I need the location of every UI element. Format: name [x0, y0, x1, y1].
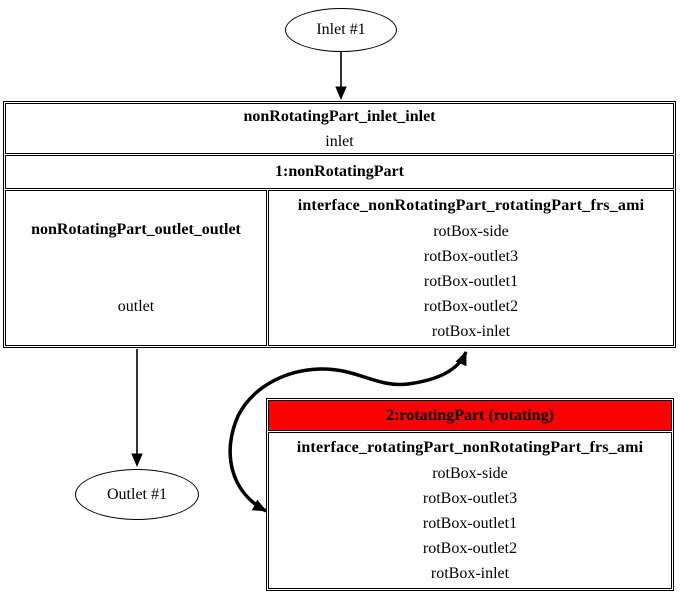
interface-port-item: rotBox-outlet2	[423, 297, 519, 315]
interface-port-item: rotBox-side	[432, 465, 508, 482]
edge-inlet-to-non-rotating-part	[335, 52, 347, 100]
interface-port-item: rotBox-side	[433, 222, 509, 240]
non-rotating-part-body: nonRotatingPart_outlet_outlet outlet int…	[5, 190, 674, 346]
outlet-port-title: nonRotatingPart_outlet_outlet	[31, 220, 241, 238]
rotating-interface-title: interface_rotatingPart_nonRotatingPart_f…	[296, 439, 644, 456]
rotating-part-title: 2:rotatingPart (rotating)	[268, 400, 672, 431]
outlet-port-cell: nonRotatingPart_outlet_outlet outlet	[5, 190, 267, 346]
interface-port-item: rotBox-outlet1	[423, 272, 519, 290]
interface-port-item: rotBox-outlet2	[422, 540, 518, 557]
non-rotating-interface-cell: interface_nonRotatingPart_rotatingPart_f…	[268, 190, 674, 346]
interface-port-item: rotBox-outlet1	[422, 515, 518, 532]
interface-port-item: rotBox-inlet	[430, 565, 510, 582]
interface-port-item: rotBox-outlet3	[423, 247, 519, 265]
non-rotating-part-node: nonRotatingPart_inlet_inlet inlet 1:nonR…	[3, 101, 676, 348]
inlet-terminal-node: Inlet #1	[285, 8, 397, 52]
non-rotating-interface-port-list: rotBox-side rotBox-outlet3 rotBox-outlet1 r…	[424, 219, 518, 344]
interface-port-item: rotBox-outlet3	[422, 490, 518, 507]
rotating-interface-port-list: rotBox-side rotBox-outlet3 rotBox-outlet1 r…	[423, 461, 517, 586]
inlet-port-cell: nonRotatingPart_inlet_inlet inlet	[5, 103, 674, 154]
non-rotating-interface-title: interface_nonRotatingPart_rotatingPart_f…	[297, 196, 645, 214]
inlet-port-title: nonRotatingPart_inlet_inlet	[243, 107, 436, 125]
outlet-port-subtitle: outlet	[117, 297, 155, 315]
inlet-terminal-label: Inlet #1	[316, 21, 366, 38]
rotating-interface-cell: interface_rotatingPart_nonRotatingPart_f…	[268, 432, 672, 589]
outlet-terminal-node: Outlet #1	[75, 469, 199, 520]
outlet-terminal-label: Outlet #1	[107, 485, 167, 503]
rotating-part-node: 2:rotatingPart (rotating) interface_rota…	[266, 398, 674, 591]
non-rotating-part-title: 1:nonRotatingPart	[5, 155, 674, 189]
interface-port-item: rotBox-inlet	[431, 322, 511, 340]
edge-non-rotating-part-to-outlet	[131, 349, 143, 467]
inlet-port-subtitle: inlet	[325, 132, 354, 150]
